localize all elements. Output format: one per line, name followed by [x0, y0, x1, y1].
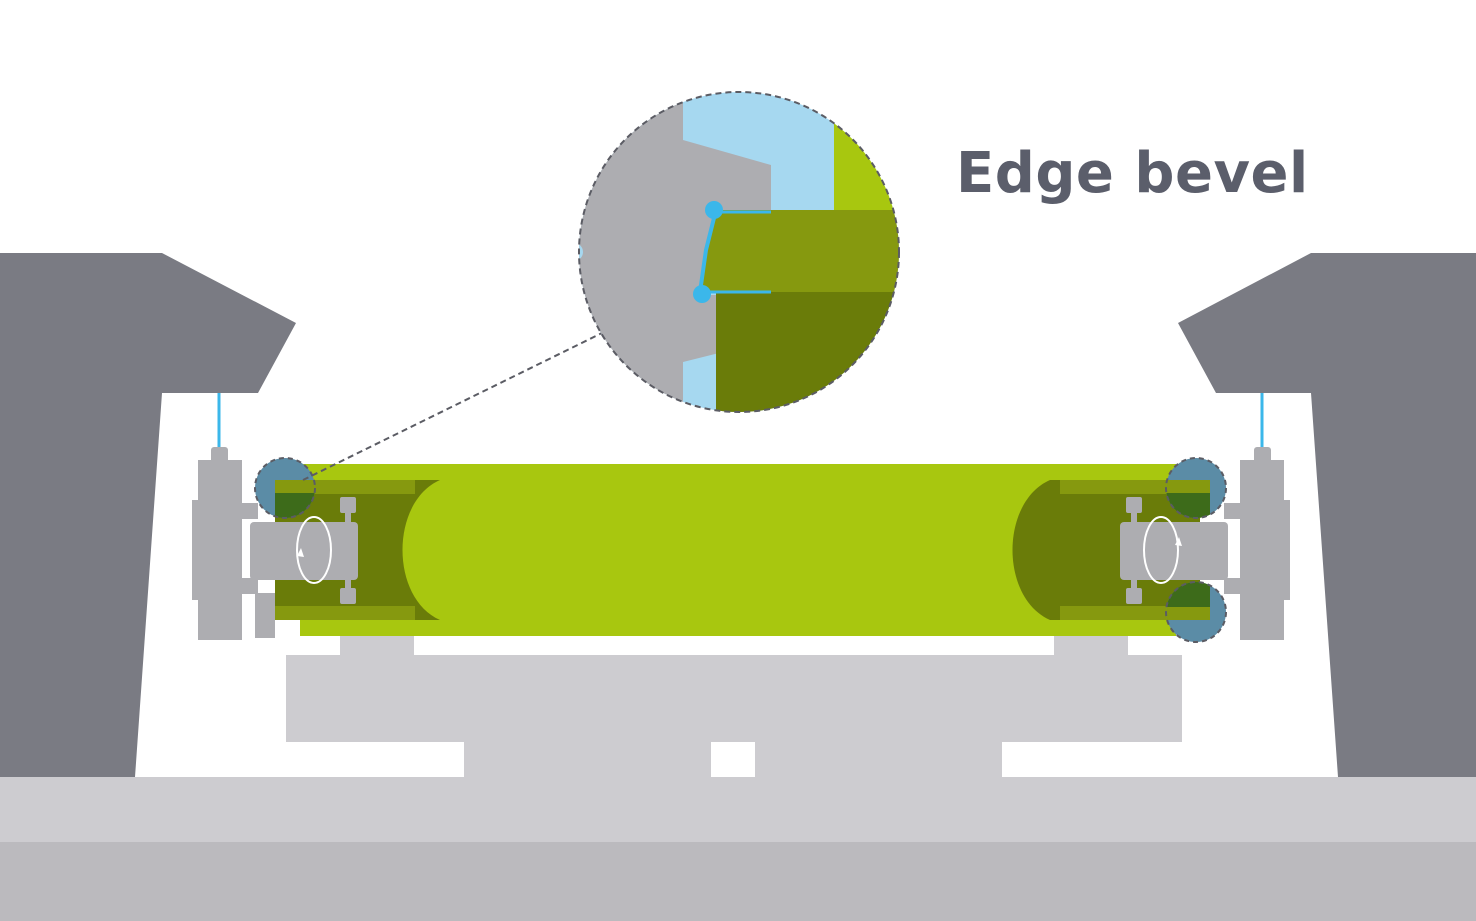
magnifier-detail-icon [578, 91, 900, 413]
left-clamp [192, 447, 358, 640]
support-bed [286, 628, 1182, 778]
left-rotation-arrow-icon [296, 516, 332, 584]
right-clamp-bolts [1231, 485, 1237, 615]
detail-circle-right-top [1165, 457, 1227, 519]
detail-circle-left-top [254, 457, 316, 519]
edge-bevel-label: Edge bevel [956, 141, 1309, 206]
floor-top [0, 777, 1476, 842]
bed-top [286, 655, 1182, 742]
right-rotation-arrowhead [1175, 537, 1182, 546]
floor-bottom [0, 842, 1476, 921]
pipe [275, 464, 1200, 636]
pipe-right-bottom-wall [1060, 606, 1200, 620]
right-machine-frame [1178, 253, 1476, 777]
floor-base [0, 777, 1476, 921]
detail-circle-right-bottom [1165, 581, 1227, 643]
right-rotation-arrow-icon [1143, 516, 1179, 584]
left-rotation-arrowhead [297, 548, 304, 557]
zoom-leader-line [302, 331, 605, 481]
right-clamp [1120, 447, 1290, 640]
pipe-left-bottom-wall [275, 606, 415, 620]
pipe-right-inner [1012, 480, 1200, 620]
bed-left-foot [464, 742, 711, 778]
left-clamp-bolts [243, 485, 249, 615]
bed-right-foot [755, 742, 1002, 778]
left-machine-frame [0, 253, 296, 777]
pipe-right-top-wall [1060, 480, 1200, 494]
